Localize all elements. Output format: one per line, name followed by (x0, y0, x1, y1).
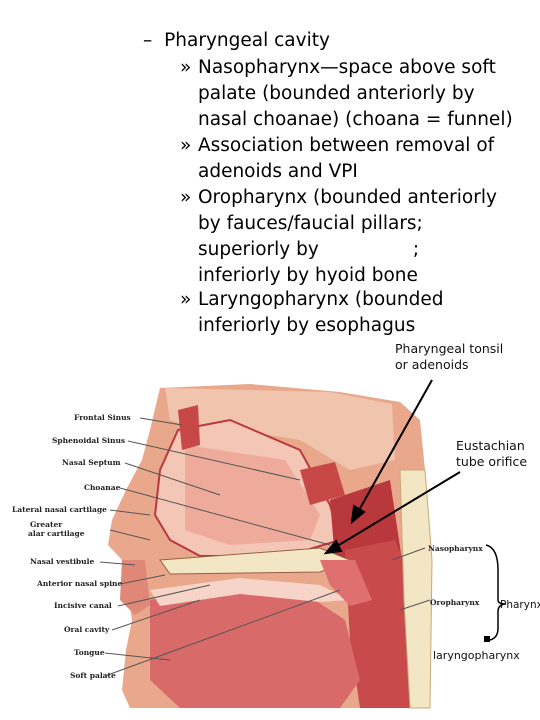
callout-line: Eustachian (456, 438, 525, 453)
bullet-line: Oropharynx (bounded anteriorly (198, 187, 497, 208)
callout-pharyngeal-tonsil: Pharyngeal tonsil or adenoids (395, 341, 503, 373)
bullet-marker: – (143, 30, 153, 51)
pharynx-bracket (485, 544, 507, 641)
bullet-marker: » (180, 187, 192, 208)
bullet-line: Nasopharynx—space above soft (198, 57, 496, 78)
oral-cavity-gap (150, 578, 350, 606)
bullet-line: superiorly by ; (198, 239, 420, 260)
sphenoidal-sinus (300, 462, 345, 505)
label-nasal-septum: Nasal Septum (62, 458, 121, 467)
septum (185, 445, 320, 545)
cranium (165, 388, 395, 470)
label-alar-cartilage: alar cartilage (28, 529, 85, 538)
label-anterior-nasal-spine: Anterior nasal spine (37, 579, 123, 588)
label-nasal-vestibule: Nasal vestibule (30, 557, 95, 566)
bullet-line: adenoids and VPI (198, 161, 358, 182)
bullet-marker: » (180, 57, 192, 78)
callout-line: tube orifice (456, 454, 528, 469)
bullet-text: Pharyngeal cavity (164, 30, 330, 51)
bullet-pharyngeal-cavity: – Pharyngeal cavity (143, 28, 330, 54)
spine (399, 469, 433, 709)
callout-line: or adenoids (395, 357, 469, 372)
bullet-line: by fauces/faucial pillars; (198, 213, 423, 234)
callout-eustachian-tube: Eustachian tube orifice (456, 438, 527, 470)
label-tongue: Tongue (74, 648, 105, 657)
label-frontal-sinus: Frontal Sinus (74, 413, 131, 422)
label-incisive-canal: Incisive canal (54, 601, 112, 610)
callout-pharynx: Pharynx (500, 599, 540, 611)
callout-laryngopharynx: laryngopharynx (433, 649, 520, 662)
callout-line: Pharyngeal tonsil (395, 341, 504, 356)
label-sphenoidal-sinus: Sphenoidal Sinus (52, 436, 126, 445)
label-oral-cavity: Oral cavity (64, 625, 110, 634)
frontal-sinus (178, 405, 200, 450)
bracket-end-marker (484, 636, 490, 642)
tongue (150, 585, 360, 708)
bullet-line: Laryngopharynx (bounded (198, 289, 444, 310)
bullet-line: inferiorly by esophagus (198, 315, 416, 336)
lips (120, 560, 150, 615)
bullet-marker: » (180, 135, 192, 156)
label-greater: Greater (30, 520, 63, 529)
bullet-marker: » (180, 289, 192, 310)
bullet-line: nasal choanae) (choana = funnel) (198, 109, 513, 130)
label-lateral-nasal-cartilage: Lateral nasal cartilage (12, 505, 107, 514)
soft-palate (320, 560, 372, 606)
bullet-line: Association between removal of (198, 135, 495, 156)
label-soft-palate: Soft palate (70, 671, 116, 680)
label-choanae: Choanae (84, 483, 121, 492)
bullet-line: inferiorly by hyoid bone (198, 265, 418, 286)
bullet-line: palate (bounded anteriorly by (198, 83, 475, 104)
label-oropharynx: Oropharynx (430, 598, 480, 607)
label-nasopharynx: Nasopharynx (428, 544, 483, 553)
